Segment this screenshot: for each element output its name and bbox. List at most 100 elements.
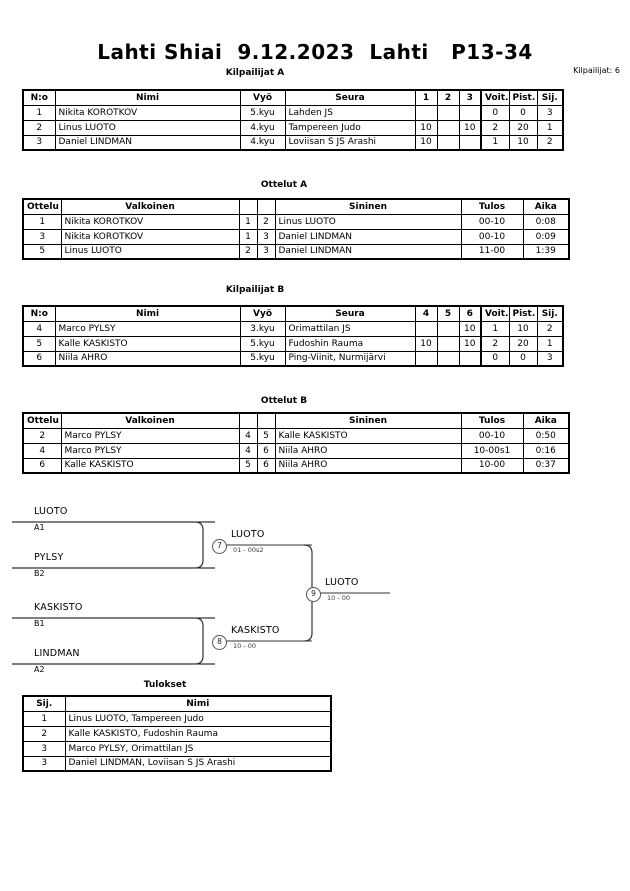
col-match-no: Ottelu: [22, 198, 62, 215]
results-caption: Tulokset: [143, 680, 187, 690]
col-white-no: [238, 412, 258, 429]
col-result: Tulos: [460, 412, 524, 429]
pool-b-caption: Kilpailijat B: [225, 285, 285, 295]
col-white: Valkoinen: [60, 412, 240, 429]
bracket-match-node-7[interactable]: 7: [212, 539, 227, 554]
cell-name: Daniel LINDMAN: [54, 134, 241, 151]
cell-name: Daniel LINDMAN, Loviisan S JS Arashi: [64, 755, 332, 772]
pool-a-table: N:o Nimi Vyö Seura 1 2 3 Voit. Pist. Sij…: [22, 89, 564, 151]
col-points: Pist.: [508, 305, 538, 322]
cell-rank: 3: [22, 740, 66, 757]
cell-no: 6: [22, 350, 56, 367]
cell-blue-no: 3: [256, 228, 276, 245]
cell-m3: 10: [458, 119, 482, 136]
cell-time: 0:08: [522, 213, 570, 230]
cell-white: Linus LUOTO: [60, 243, 240, 260]
col-no: N:o: [22, 305, 56, 322]
bracket-winner-name-7: LUOTO: [231, 529, 265, 540]
cell-m2: [436, 320, 460, 337]
table-row: 1 Linus LUOTO, Tampereen Judo: [22, 710, 332, 727]
cell-rank: 2: [22, 725, 66, 742]
cell-white-no: 2: [238, 243, 258, 260]
bracket-entry-name-2: PYLSY: [34, 552, 64, 563]
col-belt: Vyö: [239, 89, 286, 106]
cell-white-no: 1: [238, 213, 258, 230]
cell-white: Nikita KOROTKOV: [60, 213, 240, 230]
cell-blue: Kalle KASKISTO: [274, 427, 462, 444]
col-white-no: [238, 198, 258, 215]
cell-blue: Daniel LINDMAN: [274, 228, 462, 245]
col-blue: Sininen: [274, 412, 462, 429]
cell-club: Loviisan S JS Arashi: [284, 134, 416, 151]
col-match-no: Ottelu: [22, 412, 62, 429]
cell-points: 0: [508, 104, 538, 121]
col-m1: 1: [414, 89, 438, 106]
cell-m3: [458, 104, 482, 121]
col-name: Nimi: [54, 89, 241, 106]
bracket-entry-seed-3: B1: [34, 619, 45, 628]
cell-name: Kalle KASKISTO, Fudoshin Rauma: [64, 725, 332, 742]
page-title: Lahti Shiai 9.12.2023 Lahti P13-34: [97, 40, 533, 64]
cell-white-no: 1: [238, 228, 258, 245]
col-points: Pist.: [508, 89, 538, 106]
cell-m2: [436, 134, 460, 151]
cell-wins: 0: [480, 350, 510, 367]
cell-belt: 5.kyu: [239, 104, 286, 121]
cell-belt: 4.kyu: [239, 134, 286, 151]
col-m3: 6: [458, 305, 482, 322]
cell-club: Lahden JS: [284, 104, 416, 121]
bracket-score-7: 01 - 00s2: [233, 546, 264, 554]
cell-match-no: 6: [22, 457, 62, 474]
cell-belt: 3.kyu: [239, 320, 286, 337]
cell-m3: [458, 350, 482, 367]
matches-a-table: Ottelu Valkoinen Sininen Tulos Aika 1 Ni…: [22, 198, 570, 260]
cell-points: 20: [508, 119, 538, 136]
cell-time: 0:50: [522, 427, 570, 444]
col-white: Valkoinen: [60, 198, 240, 215]
cell-blue-no: 3: [256, 243, 276, 260]
cell-result: 10-00: [460, 457, 524, 474]
cell-rank: 2: [536, 320, 564, 337]
cell-name: Linus LUOTO, Tampereen Judo: [64, 710, 332, 727]
bracket-match-node-9[interactable]: 9: [306, 587, 321, 602]
cell-wins: 1: [480, 134, 510, 151]
bracket-lines: [12, 521, 390, 665]
cell-club: Fudoshin Rauma: [284, 335, 416, 352]
entrant-count-label: Kilpailijat: 6: [573, 66, 620, 75]
bracket-winner-name-9: LUOTO: [325, 577, 359, 588]
cell-no: 1: [22, 104, 56, 121]
cell-points: 10: [508, 320, 538, 337]
playoff-bracket: LUOTO A1 PYLSY B2 KASKISTO B1 LINDMAN A2…: [0, 492, 630, 677]
cell-m3: 10: [458, 335, 482, 352]
bracket-match-node-8[interactable]: 8: [212, 635, 227, 650]
col-name: Nimi: [54, 305, 241, 322]
cell-m2: [436, 335, 460, 352]
cell-m3: [458, 134, 482, 151]
table-row: 3 Marco PYLSY, Orimattilan JS: [22, 740, 332, 757]
cell-blue: Niila AHRO: [274, 442, 462, 459]
matches-a-caption: Ottelut A: [260, 180, 308, 190]
col-rank: Sij.: [536, 89, 564, 106]
table-row: 1 Nikita KOROTKOV 1 2 Linus LUOTO 00-10 …: [22, 213, 570, 230]
bracket-entry-name-1: LUOTO: [34, 506, 68, 517]
cell-time: 1:39: [522, 243, 570, 260]
cell-name: Niila AHRO: [54, 350, 241, 367]
table-row: 3 Daniel LINDMAN, Loviisan S JS Arashi: [22, 755, 332, 772]
bracket-entry-name-3: KASKISTO: [34, 602, 83, 613]
col-m1: 4: [414, 305, 438, 322]
cell-name: Marco PYLSY: [54, 320, 241, 337]
cell-rank: 2: [536, 134, 564, 151]
cell-time: 0:16: [522, 442, 570, 459]
table-row: 3 Nikita KOROTKOV 1 3 Daniel LINDMAN 00-…: [22, 228, 570, 245]
table-row: 4 Marco PYLSY 3.kyu Orimattilan JS 10 1 …: [22, 320, 564, 337]
cell-white-no: 4: [238, 427, 258, 444]
cell-result: 00-10: [460, 427, 524, 444]
bracket-winner-name-8: KASKISTO: [231, 625, 280, 636]
cell-m1: [414, 104, 438, 121]
col-no: N:o: [22, 89, 56, 106]
col-rank: Sij.: [536, 305, 564, 322]
table-header-row: Sij. Nimi: [22, 695, 332, 712]
table-row: 6 Kalle KASKISTO 5 6 Niila AHRO 10-00 0:…: [22, 457, 570, 474]
cell-points: 10: [508, 134, 538, 151]
pool-b-table: N:o Nimi Vyö Seura 4 5 6 Voit. Pist. Sij…: [22, 305, 564, 367]
